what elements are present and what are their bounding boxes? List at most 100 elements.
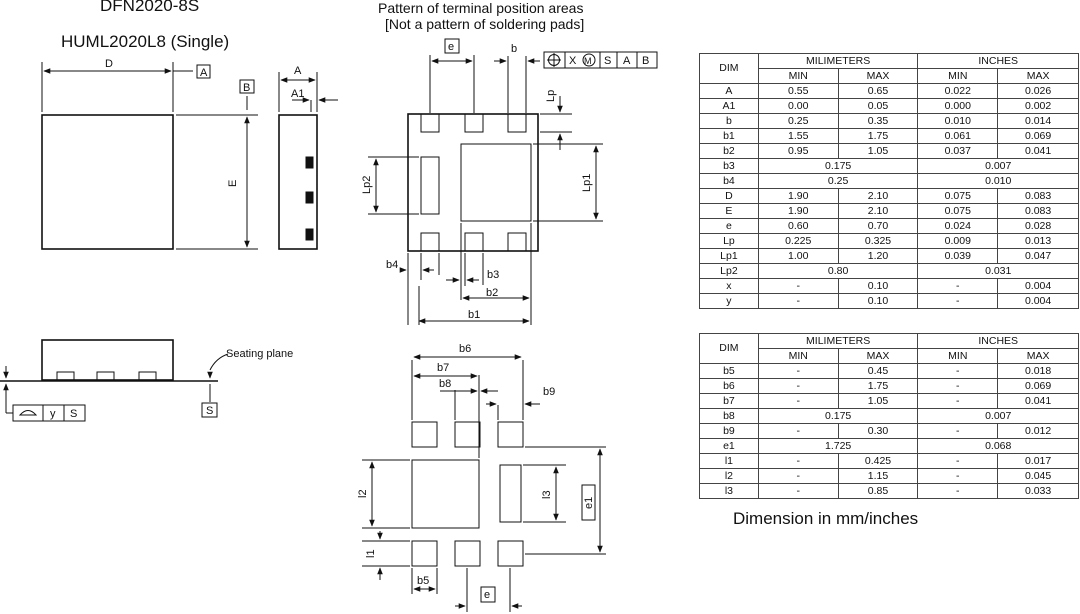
table-cell: b	[699, 113, 759, 129]
table-cell: -	[917, 468, 999, 484]
table1-in-header: INCHES	[917, 53, 1079, 69]
table-cell: 0.012	[997, 423, 1079, 439]
table-cell: 0.037	[917, 143, 999, 159]
table-cell: 0.013	[997, 233, 1079, 249]
table1-in-max-header: MAX	[997, 68, 1079, 84]
table-cell: 1.725	[757, 438, 919, 454]
datum-S-box	[201, 402, 218, 418]
table-cell: Lp	[699, 233, 759, 249]
table1-dim-header: DIM	[699, 53, 759, 84]
label-datum-B: B	[243, 82, 250, 94]
table-cell: l3	[699, 483, 759, 499]
table-cell: 0.60	[757, 218, 839, 234]
table-cell: 0.45	[837, 363, 919, 379]
table-cell: 0.85	[837, 483, 919, 499]
terminal-pattern-body	[407, 113, 539, 252]
table-cell: 0.031	[917, 263, 1079, 279]
datum-A-box	[196, 64, 211, 79]
table-cell: e	[699, 218, 759, 234]
table-row: b6-1.75-0.069	[699, 378, 1079, 394]
table-cell: 0.25	[757, 173, 919, 189]
table-cell: 0.041	[997, 143, 1079, 159]
table-cell: -	[757, 453, 839, 469]
table-cell: A1	[699, 98, 759, 114]
table-cell: 2.10	[837, 203, 919, 219]
table-cell: 0.024	[917, 218, 999, 234]
table-cell: Lp1	[699, 248, 759, 264]
table1-in-min-header: MIN	[917, 68, 999, 84]
table-row: b9-0.30-0.012	[699, 423, 1079, 439]
table-cell: -	[917, 483, 999, 499]
table-cell: 1.75	[837, 128, 919, 144]
table-cell: 1.05	[837, 393, 919, 409]
table-cell: -	[917, 423, 999, 439]
table-row: b5-0.45-0.018	[699, 363, 1079, 379]
side-view-body	[278, 114, 318, 250]
table-cell: l1	[699, 453, 759, 469]
table-cell: 1.90	[757, 188, 839, 204]
table-cell: 0.017	[997, 453, 1079, 469]
table-cell: -	[757, 378, 839, 394]
table-cell: b7	[699, 393, 759, 409]
table1-mm-max-header: MAX	[837, 68, 919, 84]
fcf-X: X	[569, 55, 577, 67]
table-cell: 0.00	[757, 98, 839, 114]
table2-mm-max-header: MAX	[837, 348, 919, 364]
fcf-A: A	[623, 55, 631, 67]
table-cell: 0.95	[757, 143, 839, 159]
table1-mm-header: MILIMETERS	[757, 53, 919, 69]
table-cell: 0.061	[917, 128, 999, 144]
table-row: l1-0.425-0.017	[699, 453, 1079, 469]
table-cell: 2.10	[837, 188, 919, 204]
label-E: E	[227, 180, 239, 187]
table-cell: 0.083	[997, 188, 1079, 204]
label-flatness-y: y	[50, 408, 56, 420]
table-cell: 0.018	[997, 363, 1079, 379]
table-cell: Lp2	[699, 263, 759, 279]
label-datum-A: A	[200, 67, 208, 79]
table-cell: 0.55	[757, 83, 839, 99]
table-cell: 0.425	[837, 453, 919, 469]
flatness-frame	[12, 404, 86, 422]
table-cell: -	[757, 483, 839, 499]
table1-mm-min-header: MIN	[757, 68, 839, 84]
table-cell: E	[699, 203, 759, 219]
label-flatness-datum: S	[70, 408, 77, 420]
fcf-B: B	[642, 55, 649, 67]
table-cell: y	[699, 293, 759, 309]
table-row: y-0.10-0.004	[699, 293, 1079, 309]
table-cell: 1.20	[837, 248, 919, 264]
table-cell: 0.70	[837, 218, 919, 234]
pattern-title-line2: [Not a pattern of soldering pads]	[385, 16, 585, 32]
label-seating-plane: Seating plane	[226, 348, 293, 360]
table-cell: 1.15	[837, 468, 919, 484]
table-cell: 0.010	[917, 173, 1079, 189]
table-cell: b8	[699, 408, 759, 424]
label-Lp2: Lp2	[361, 176, 373, 194]
small-pad-area	[420, 156, 440, 215]
table-cell: 0.047	[997, 248, 1079, 264]
table-cell: A	[699, 83, 759, 99]
table-cell: -	[917, 278, 999, 294]
table-cell: b3	[699, 158, 759, 174]
fcf-S: S	[604, 55, 611, 67]
table-cell: -	[757, 278, 839, 294]
table-cell: -	[917, 378, 999, 394]
large-pad-region	[411, 459, 480, 529]
table-cell: 0.069	[997, 378, 1079, 394]
table-cell: 0.007	[917, 408, 1079, 424]
table2-in-min-header: MIN	[917, 348, 999, 364]
table-cell: 0.075	[917, 203, 999, 219]
table2-mm-min-header: MIN	[757, 348, 839, 364]
table-cell: 0.325	[837, 233, 919, 249]
table-cell: 1.00	[757, 248, 839, 264]
table-cell: -	[917, 293, 999, 309]
